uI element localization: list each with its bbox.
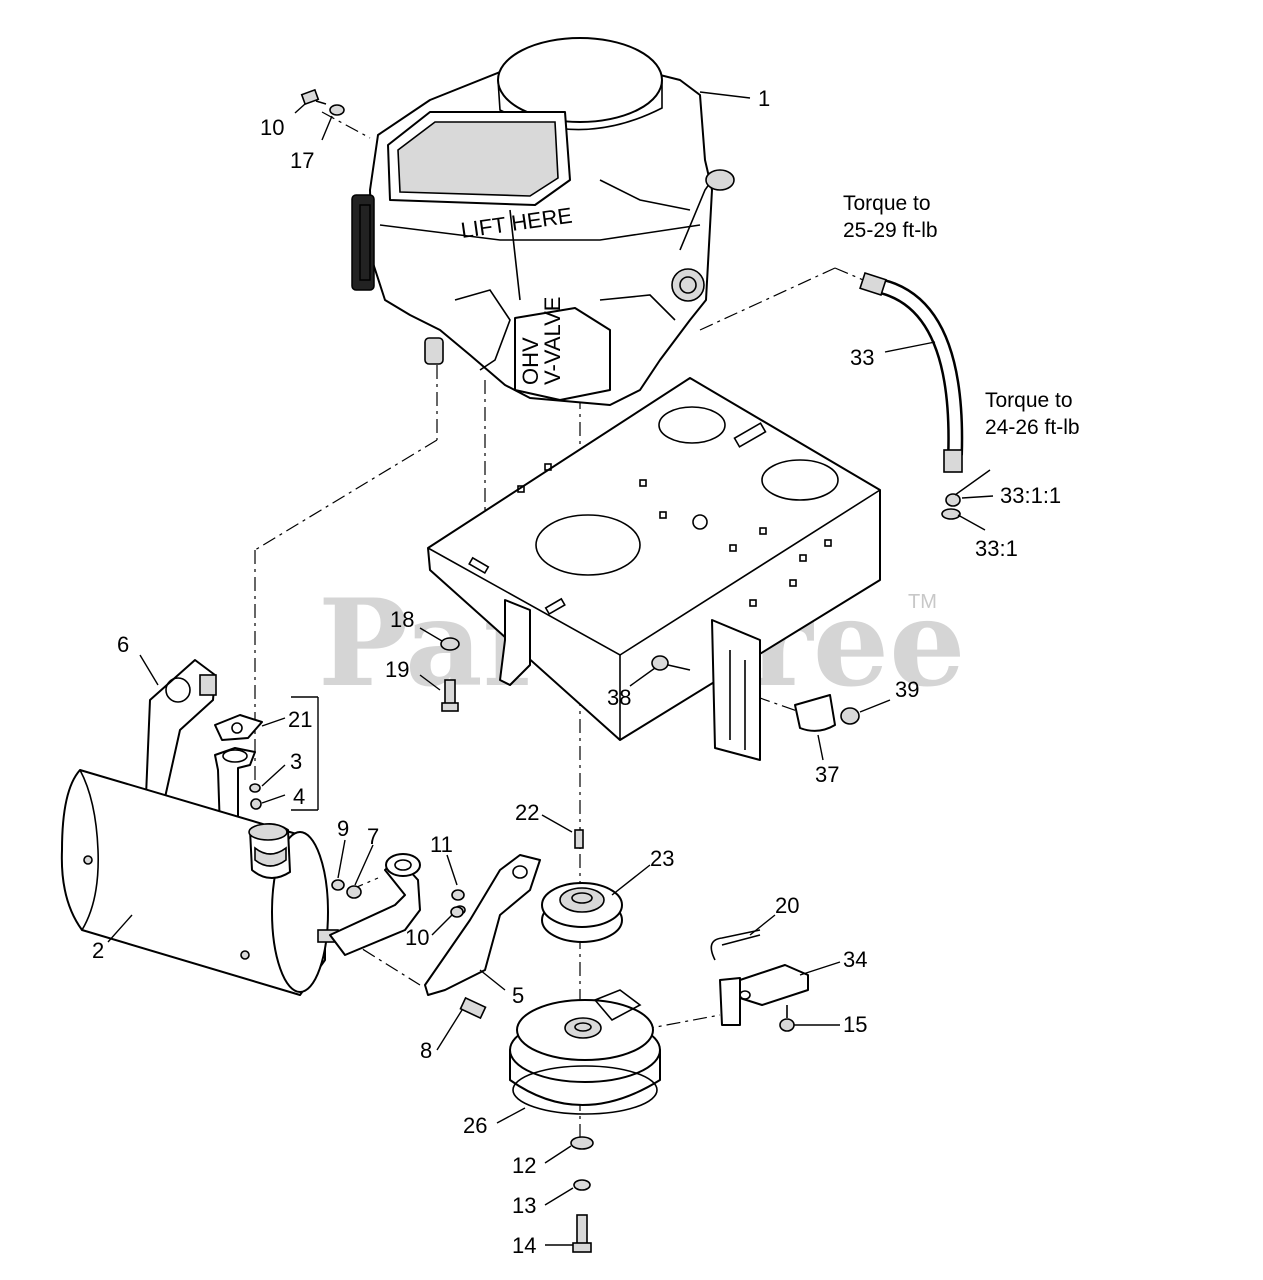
exhaust-pipe-7 <box>329 853 421 956</box>
callout-6: 6 <box>117 632 129 657</box>
callout-3: 3 <box>290 749 302 774</box>
bolt-8 <box>459 996 487 1020</box>
muffler-2 <box>60 769 339 996</box>
leader-lines <box>107 91 994 1246</box>
callout-4: 4 <box>293 784 305 809</box>
callout-17: 17 <box>290 148 314 173</box>
callout-7: 7 <box>367 824 379 849</box>
callout-26: 26 <box>463 1113 487 1138</box>
callout-19: 19 <box>385 657 409 682</box>
callout-8: 8 <box>420 1038 432 1063</box>
callout-11: 11 <box>430 832 453 857</box>
engine-assembly: OHV V-VALVE LIFT HERE <box>351 37 735 406</box>
callout-34: 34 <box>843 947 867 972</box>
bolt-10-bracket <box>450 906 464 918</box>
callout-33-1-1: 33:1:1 <box>1000 483 1061 508</box>
fuel-line <box>859 271 964 520</box>
callout-15: 15 <box>843 1012 867 1037</box>
ohv-text: OHV <box>518 337 543 385</box>
callout-37: 37 <box>815 762 839 787</box>
callout-18: 18 <box>390 607 414 632</box>
callout-9: 9 <box>337 816 349 841</box>
callout-12: 12 <box>512 1153 536 1178</box>
callout-10-bracket: 10 <box>405 925 429 950</box>
gasket-21 <box>214 714 263 741</box>
callout-33-1: 33:1 <box>975 536 1018 561</box>
key-22 <box>574 829 584 849</box>
pulley-23 <box>541 882 623 943</box>
exhaust-pipe-upper <box>214 747 262 831</box>
callouts: 1 10 17 33 33:1:1 33:1 18 19 38 39 37 6 … <box>92 86 1061 1258</box>
clamp-37 <box>794 694 860 732</box>
bracket-34 <box>719 964 809 1026</box>
watermark-trademark: TM <box>908 591 937 613</box>
valve-text: V-VALVE <box>540 297 565 385</box>
bolt-15 <box>779 1005 795 1032</box>
mounting-plate <box>427 377 881 761</box>
bolt-14 <box>572 1214 592 1253</box>
washer-12 <box>570 1136 594 1150</box>
muffler-bracket-5 <box>424 854 541 996</box>
callout-23: 23 <box>650 846 674 871</box>
callout-33: 33 <box>850 345 874 370</box>
bolt-10-top <box>300 88 345 116</box>
callout-5: 5 <box>512 983 524 1008</box>
clip-20 <box>710 929 761 961</box>
callout-20: 20 <box>775 893 799 918</box>
bolt-38 <box>651 655 691 671</box>
washer-18 <box>440 637 460 651</box>
callout-22: 22 <box>515 800 539 825</box>
callout-13: 13 <box>512 1193 536 1218</box>
callout-39: 39 <box>895 677 919 702</box>
callout-1: 1 <box>758 86 770 111</box>
bolt-19 <box>441 679 459 712</box>
torque-note-upper-line1: Torque to <box>843 192 931 215</box>
torque-note-lower-line2: 24-26 ft-lb <box>985 416 1080 439</box>
torque-note-lower-line1: Torque to <box>985 389 1073 412</box>
callout-14: 14 <box>512 1233 536 1258</box>
torque-note-upper-line2: 25-29 ft-lb <box>843 219 938 242</box>
callout-10-top: 10 <box>260 115 284 140</box>
washer-13 <box>573 1179 591 1191</box>
callout-21: 21 <box>288 707 312 732</box>
alignment-lines <box>254 111 869 1140</box>
callout-38: 38 <box>607 685 631 710</box>
oil-cap-icon <box>705 169 735 191</box>
callout-2: 2 <box>92 938 104 963</box>
clutch-26 <box>509 989 661 1115</box>
